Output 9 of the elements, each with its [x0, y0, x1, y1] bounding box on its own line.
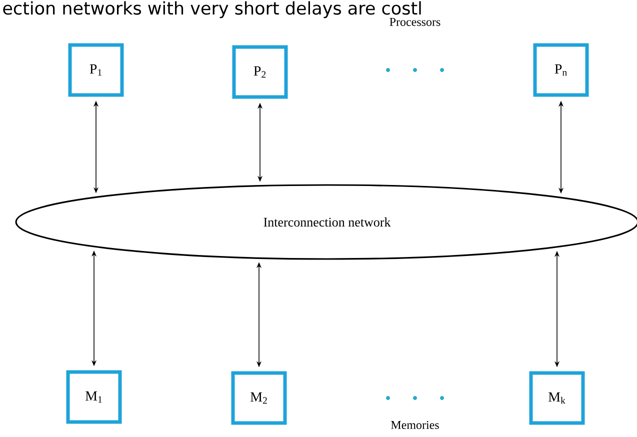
- component-box: P$_{2}$: [232, 45, 288, 99]
- component-box: M$_{1}$: [66, 370, 122, 424]
- component-box: P$_{1}$: [68, 43, 124, 97]
- cut-off-text: ection networks with very short delays are costl: [3, 1, 421, 18]
- component-box: M$_{2}$: [231, 371, 287, 425]
- group-label: Memories: [391, 420, 439, 430]
- group-label: Processors: [390, 18, 440, 26]
- component-box: P$_{n}$: [533, 43, 589, 97]
- component-box: M$_{k}$: [529, 371, 585, 425]
